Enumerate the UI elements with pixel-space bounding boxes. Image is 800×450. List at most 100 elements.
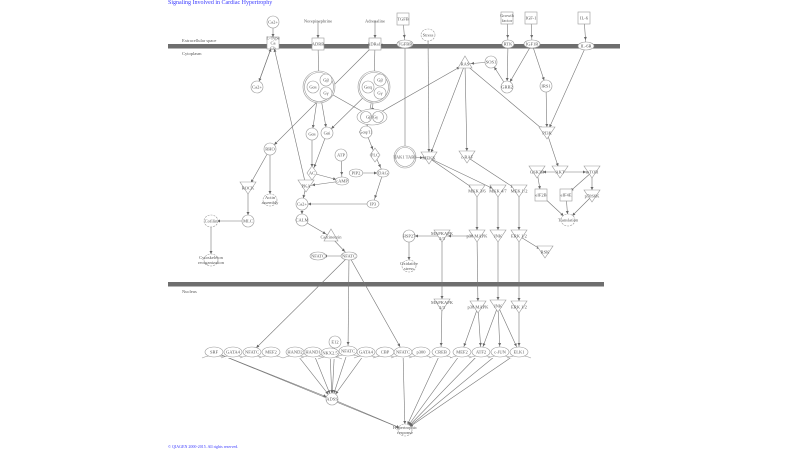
- node-gas[interactable]: Gαs: [305, 127, 319, 141]
- node-ca2[interactable]: Ca2+: [295, 197, 309, 211]
- node-ras[interactable]: RAS: [457, 55, 473, 69]
- node-ac[interactable]: AC: [306, 165, 318, 181]
- node-n_erk[interactable]: ERK 1/2: [510, 300, 528, 314]
- node-label: RAS: [461, 62, 470, 67]
- node-gaq11[interactable]: Gαq/11: [359, 125, 373, 139]
- node-p300[interactable]: p300: [408, 346, 434, 359]
- node-igf1r[interactable]: IGF1R: [523, 39, 541, 49]
- node-atp[interactable]: ATP: [334, 148, 348, 162]
- node-gaq2[interactable]: Gαq: [361, 80, 375, 94]
- node-ca_in[interactable]: Ca2+: [250, 80, 264, 94]
- node-camp[interactable]: cAMP: [334, 176, 350, 186]
- node-label: NFATC: [311, 254, 325, 259]
- node-nfatc3[interactable]: NFATC: [390, 346, 416, 359]
- node-n_p38[interactable]: p38 MAPK: [468, 300, 490, 314]
- node-adra1[interactable]: ADRa1a: [367, 37, 383, 51]
- node-rock[interactable]: ROCK: [239, 181, 257, 195]
- node-cbp[interactable]: CBP: [372, 346, 398, 359]
- node-eif4e[interactable]: eIF4E: [559, 188, 573, 202]
- node-calm[interactable]: CALM: [295, 213, 309, 227]
- arrowhead: [273, 48, 277, 53]
- node-adss[interactable]: ADSS: [325, 392, 339, 406]
- arrowhead: [311, 183, 316, 187]
- node-gg1[interactable]: Gγ: [319, 86, 333, 100]
- node-p70[interactable]: p70S6K: [583, 189, 601, 203]
- node-adrb[interactable]: ADRB: [311, 37, 325, 51]
- node-gata4b[interactable]: GATA4: [353, 346, 379, 359]
- node-gai[interactable]: Gαi: [320, 126, 334, 140]
- node-plc[interactable]: PLC: [369, 147, 381, 163]
- node-gsk3b[interactable]: GSK3B: [528, 165, 546, 179]
- node-igf1[interactable]: IGF-1: [524, 11, 538, 25]
- node-nfatc2[interactable]: NFATC: [335, 345, 361, 358]
- node-erk[interactable]: ERK 1/2: [510, 229, 528, 243]
- node-cofilin[interactable]: Cofilin: [203, 214, 219, 228]
- node-nfatc1[interactable]: NFATC: [239, 346, 265, 359]
- node-atf2[interactable]: ATF2: [468, 346, 494, 359]
- node-mlc[interactable]: MLC: [241, 214, 255, 228]
- arrowhead: [498, 342, 502, 347]
- node-jnk[interactable]: JNK: [489, 229, 507, 243]
- node-nfatc_c[interactable]: NFATC: [340, 251, 358, 261]
- node-nfatc_p[interactable]: NFATC: [309, 251, 327, 261]
- node-rho[interactable]: RHO: [263, 142, 277, 156]
- node-dag[interactable]: DAG: [376, 168, 390, 178]
- node-hsp27[interactable]: HSP27: [403, 229, 417, 243]
- node-irs1[interactable]: IRS1: [539, 79, 553, 93]
- node-mef2b[interactable]: MEF2: [449, 346, 475, 359]
- node-ip3[interactable]: IP3: [366, 199, 380, 209]
- node-mekk[interactable]: MEKK: [420, 151, 438, 165]
- node-hand2[interactable]: HAND2: [282, 346, 308, 359]
- node-craf[interactable]: c-RAF: [458, 150, 476, 164]
- node-elk1[interactable]: ELK1: [506, 346, 532, 359]
- node-tak1[interactable]: TAK1 TAB1: [393, 145, 417, 169]
- node-gg2[interactable]: Gγ: [373, 86, 387, 100]
- node-pi3k[interactable]: PI3K: [538, 126, 556, 140]
- node-gas1[interactable]: Gαs: [306, 80, 320, 94]
- node-mek12[interactable]: MEK 1/2: [510, 184, 528, 198]
- node-il6[interactable]: IL-6: [577, 11, 591, 25]
- node-cjun[interactable]: c-JUN: [487, 346, 513, 359]
- node-norepi[interactable]: Norepinephrine: [304, 19, 332, 24]
- node-creb[interactable]: CREB: [428, 346, 454, 359]
- node-label: RHO: [265, 147, 275, 152]
- node-mtor[interactable]: mTOR: [583, 165, 601, 179]
- node-il6r[interactable]: IL-6R: [577, 41, 595, 51]
- node-rsk[interactable]: RSK: [536, 245, 554, 259]
- node-srf[interactable]: SRF: [201, 346, 227, 359]
- node-akt[interactable]: AKT: [551, 165, 569, 179]
- node-pip2[interactable]: PIP2: [348, 168, 364, 178]
- node-gb1[interactable]: Gβ: [319, 73, 333, 87]
- node-gb2[interactable]: Gβ: [373, 73, 387, 87]
- node-mkk47[interactable]: MKK 4/7: [489, 184, 507, 198]
- node-ca_out[interactable]: Ca2+: [266, 15, 280, 29]
- node-pka[interactable]: PKA: [297, 179, 315, 193]
- node-eif2b[interactable]: eIF2B: [534, 188, 548, 202]
- node-mef2a[interactable]: MEF2: [258, 346, 284, 359]
- node-calcineurin[interactable]: Calcineurin: [321, 228, 343, 242]
- node-nkx[interactable]: NKX2.5: [317, 347, 343, 360]
- node-label: MEF2: [456, 350, 468, 355]
- node-tgfb[interactable]: TGFB: [396, 12, 410, 26]
- node-grb2[interactable]: GRB2: [500, 80, 514, 94]
- node-mkk36[interactable]: MKK 3/6: [468, 184, 486, 198]
- node-n_jnk[interactable]: JNK: [489, 299, 507, 313]
- node-rtk[interactable]: RTK: [501, 39, 515, 49]
- node-gbg[interactable]: Gβ Gγ: [356, 108, 388, 126]
- node-adrenaline[interactable]: Adrenaline: [365, 19, 385, 24]
- node-translation[interactable]: Translation: [558, 213, 579, 227]
- node-e12[interactable]: E12: [328, 335, 342, 349]
- edge-nfatc_c-nfatc1: [251, 255, 350, 353]
- node-stress[interactable]: Stress: [420, 28, 436, 42]
- node-sos[interactable]: SOS1: [484, 55, 498, 69]
- node-tgfbr[interactable]: TGFBR: [396, 39, 414, 49]
- node-p38[interactable]: p38 MAPK: [467, 229, 489, 243]
